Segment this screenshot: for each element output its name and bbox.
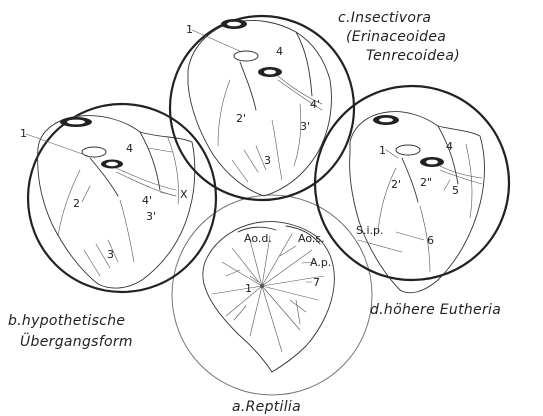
label-a-7: 7 xyxy=(313,276,320,289)
caption-d: d.höhere Eutheria xyxy=(370,302,501,318)
label-c-4p: 4' xyxy=(310,98,320,111)
label-a-1: 1 xyxy=(245,282,252,295)
panel-a-circle xyxy=(172,195,372,395)
caption-c-line1: c.Insectivora xyxy=(338,10,431,26)
panel-c-circle xyxy=(170,16,354,200)
label-d-sip: S.i.p. xyxy=(356,224,384,237)
label-ao-d: Ao.d. xyxy=(244,232,272,245)
label-c-3p: 3' xyxy=(300,120,310,133)
label-b-2: 2 xyxy=(73,197,80,210)
panel-a-reptilia: Ao.d. Ao.s. A.p. 1 7 xyxy=(172,195,372,395)
label-b-3: 3 xyxy=(107,248,114,261)
caption-b-line1: b.hypothetische xyxy=(8,313,125,329)
caption-a: a.Reptilia xyxy=(232,399,301,415)
caption-b-line2: Übergangsform xyxy=(20,332,133,350)
label-c-4: 4 xyxy=(276,45,283,58)
label-d-2pp: 2" xyxy=(420,176,432,189)
label-d-4: 4 xyxy=(446,140,453,153)
label-d-6: 6 xyxy=(427,234,434,247)
transitional-heart-drawing xyxy=(38,116,195,288)
label-b-x: X xyxy=(180,188,188,201)
label-d-5: 5 xyxy=(452,184,459,197)
caption-c-line2: (Erinaceoidea xyxy=(346,29,446,45)
label-d-1: 1 xyxy=(379,144,386,157)
label-a-p: A.p. xyxy=(310,256,331,269)
label-b-4p: 4' xyxy=(142,194,152,207)
panel-c-insectivora: 1 4 2' 4' 3' 3 xyxy=(170,16,354,200)
label-b-4: 4 xyxy=(126,142,133,155)
label-d-2p: 2' xyxy=(391,178,401,191)
label-c-2p: 2' xyxy=(236,112,246,125)
panel-b-hypothetical: 1 4 2 4' X 3' 3 xyxy=(20,104,216,292)
panel-b-circle xyxy=(28,104,216,292)
label-c-3: 3 xyxy=(264,154,271,167)
label-ao-s: Ao.s. xyxy=(298,232,325,245)
caption-c-line3: Tenrecoidea) xyxy=(366,48,460,64)
label-b-3p: 3' xyxy=(146,210,156,223)
panel-d-eutheria: 1 4 2' 2" 5 S.i.p. 6 xyxy=(315,86,509,293)
label-b-1: 1 xyxy=(20,127,27,140)
label-c-1: 1 xyxy=(186,23,193,36)
